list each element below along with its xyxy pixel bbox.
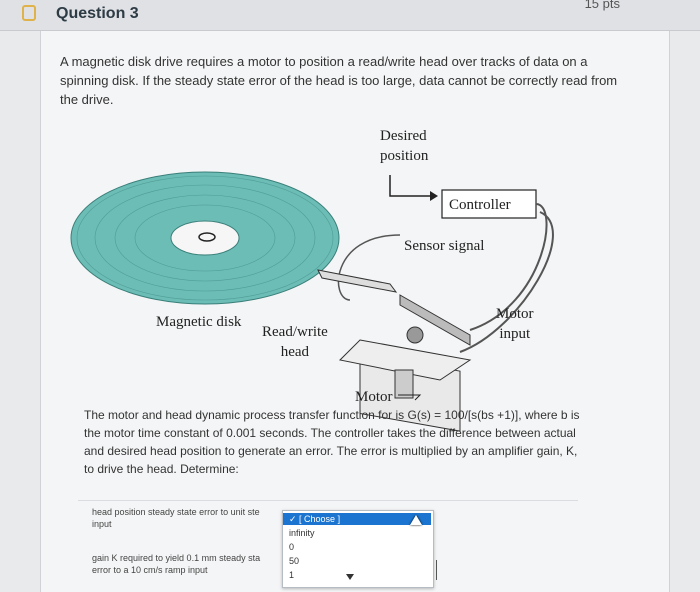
sensor-signal-label: Sensor signal [404,238,485,254]
controller-label: Controller [449,197,511,213]
answer-select-gain[interactable] [430,560,437,580]
question-title: Question 3 [56,5,139,22]
question-description: The motor and head dynamic process trans… [84,408,580,476]
question-intro: A magnetic disk drive requires a motor t… [60,54,618,107]
answer-label-steady-state-step: head position steady state error to unit… [92,507,260,529]
dropdown-option-choose[interactable]: ✓ [ Choose ] [283,513,431,525]
dropdown-option-0[interactable]: 0 [289,542,295,552]
read-write-head-label: Read/write head [262,324,328,360]
answer-dropdown-menu[interactable]: ✓ [ Choose ] infinity 0 50 1 [282,510,434,588]
motor-input-label: Motor input [496,306,534,342]
question-points: 15 pts [584,0,620,11]
question-header: Question 3 15 pts [0,0,700,31]
magnetic-disk-label: Magnetic disk [156,314,242,330]
desired-position-label: Desired position [380,128,429,164]
scroll-down-arrow-icon[interactable] [346,574,354,580]
dropdown-option-1[interactable]: 1 [289,570,295,580]
dropdown-option-infinity[interactable]: infinity [289,528,315,538]
mouse-cursor-icon [410,515,422,525]
answer-label-gain-ramp: gain K required to yield 0.1 mm steady s… [92,553,261,575]
flag-icon[interactable] [22,5,36,21]
dropdown-option-50[interactable]: 50 [289,556,300,566]
answers-section [78,500,578,501]
motor-label: Motor [355,389,393,405]
question-card [40,31,670,592]
